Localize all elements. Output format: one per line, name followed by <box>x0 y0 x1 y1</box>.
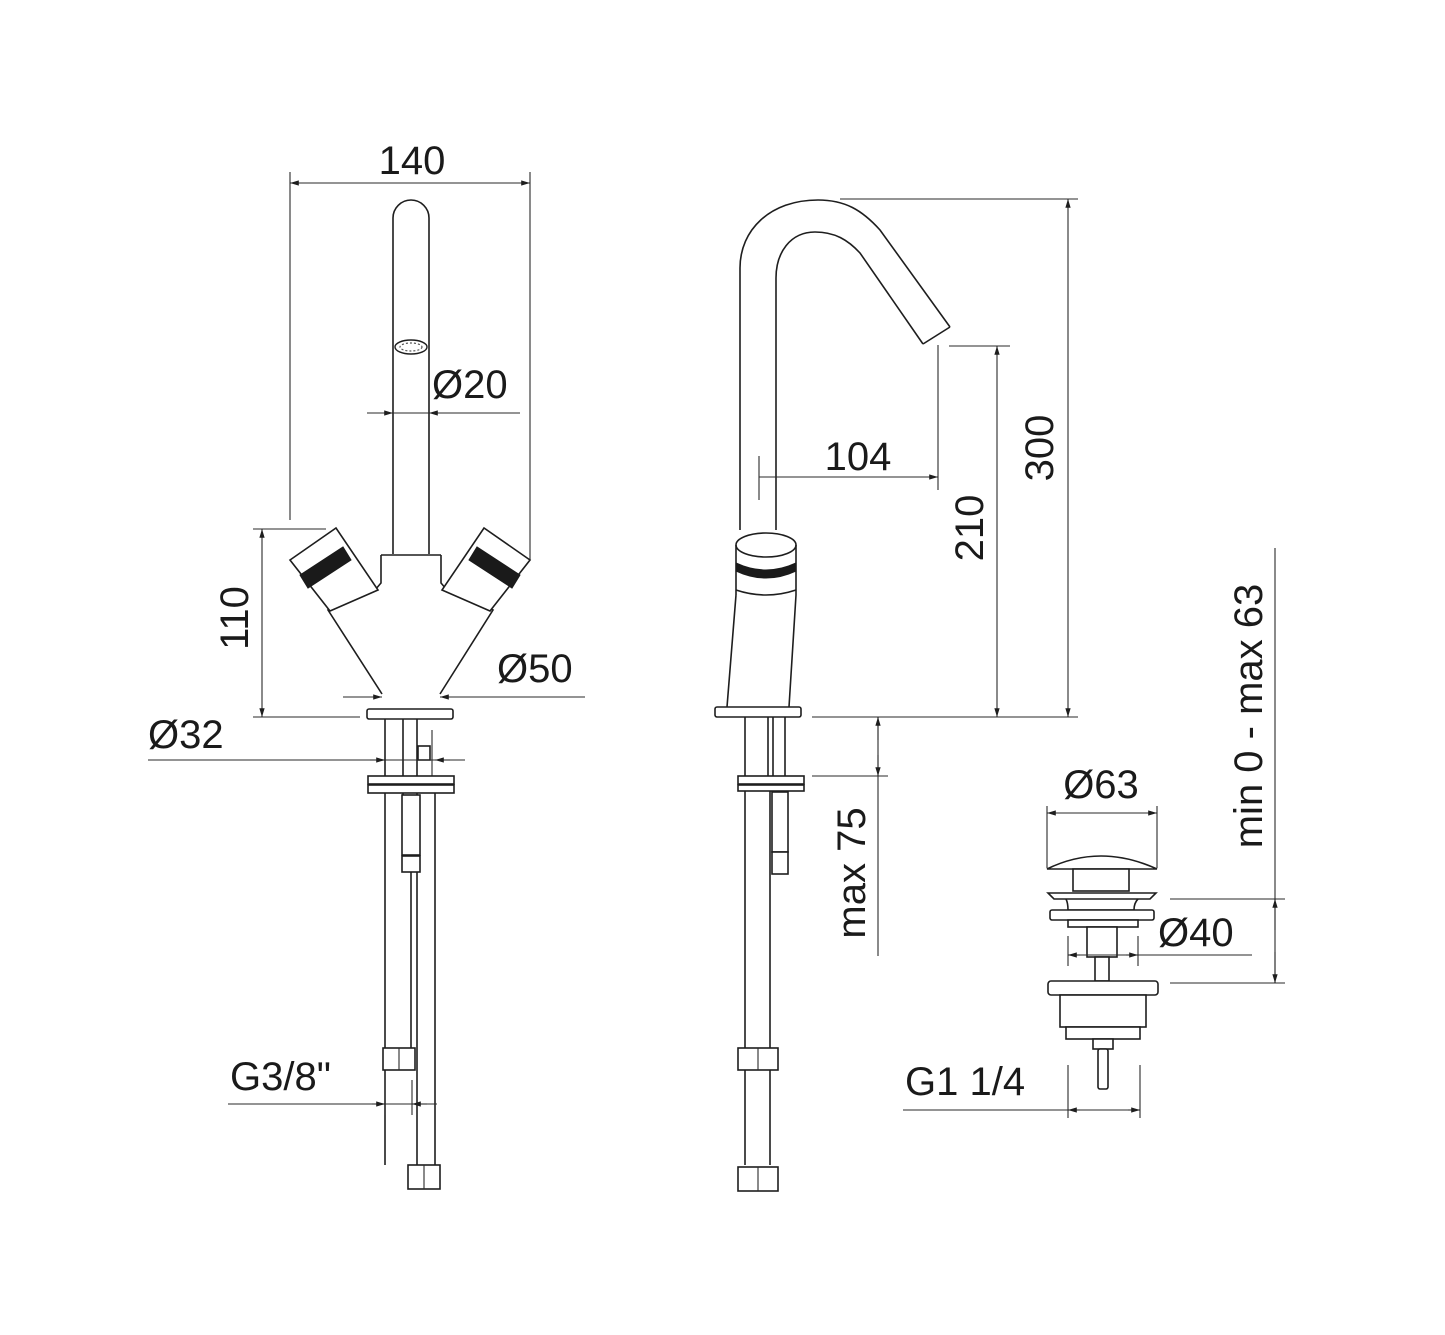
gooseneck-spout <box>739 199 951 530</box>
label-thread: G1 1/4 <box>905 1060 1025 1104</box>
spout <box>392 199 430 554</box>
pop-up-waste <box>1046 855 1159 1090</box>
label-spout-height: 210 <box>948 495 992 562</box>
dimension-cap-diameter: Ø63 <box>1046 763 1158 868</box>
right-handle <box>440 526 532 612</box>
side-body <box>714 532 802 718</box>
dimension-total-height: 300 <box>812 198 1078 718</box>
label-deck-thickness: max 75 <box>830 807 874 938</box>
dimension-width-140: 140 <box>289 139 531 560</box>
dimension-thread: G1 1/4 <box>903 1060 1141 1118</box>
label-flange-diameter: Ø40 <box>1158 911 1234 955</box>
dimension-reach: 104 <box>758 345 939 500</box>
dimension-hose-connection: G3/8" <box>228 1055 437 1115</box>
body <box>288 526 532 720</box>
side-shank-and-hoses <box>737 717 805 1192</box>
label-base-diameter: Ø50 <box>497 647 573 691</box>
label-hose-connection: G3/8" <box>230 1055 331 1099</box>
label-total-height: 300 <box>1018 415 1062 482</box>
label-adjust-range: min 0 - max 63 <box>1227 584 1271 849</box>
dimension-spout-height: 210 <box>948 345 1010 717</box>
label-spout-diameter: Ø20 <box>432 363 508 407</box>
dimension-adjust-range: min 0 - max 63 <box>1170 548 1285 984</box>
dimension-flange-diameter: Ø40 <box>1067 911 1252 966</box>
waste-view: Ø63 Ø40 G1 1/4 min 0 - max 63 <box>903 548 1285 1118</box>
label-reach: 104 <box>825 435 892 479</box>
side-view: 104 210 300 max 75 <box>714 198 1078 1192</box>
label-width: 140 <box>379 139 446 183</box>
label-body-height: 110 <box>213 586 257 650</box>
label-shank-diameter: Ø32 <box>148 713 224 757</box>
shank-and-hoses <box>367 719 455 1190</box>
dimension-body-height: 110 <box>213 528 360 718</box>
dimension-shank-diameter: Ø32 <box>148 713 465 763</box>
dimension-deck-thickness: max 75 <box>812 717 888 956</box>
dimension-base-diameter: Ø50 <box>343 647 585 700</box>
front-view: 140 Ø20 <box>148 139 585 1190</box>
label-cap-diameter: Ø63 <box>1063 763 1139 807</box>
left-handle <box>288 526 380 612</box>
dimension-spout-diameter: Ø20 <box>367 363 520 416</box>
